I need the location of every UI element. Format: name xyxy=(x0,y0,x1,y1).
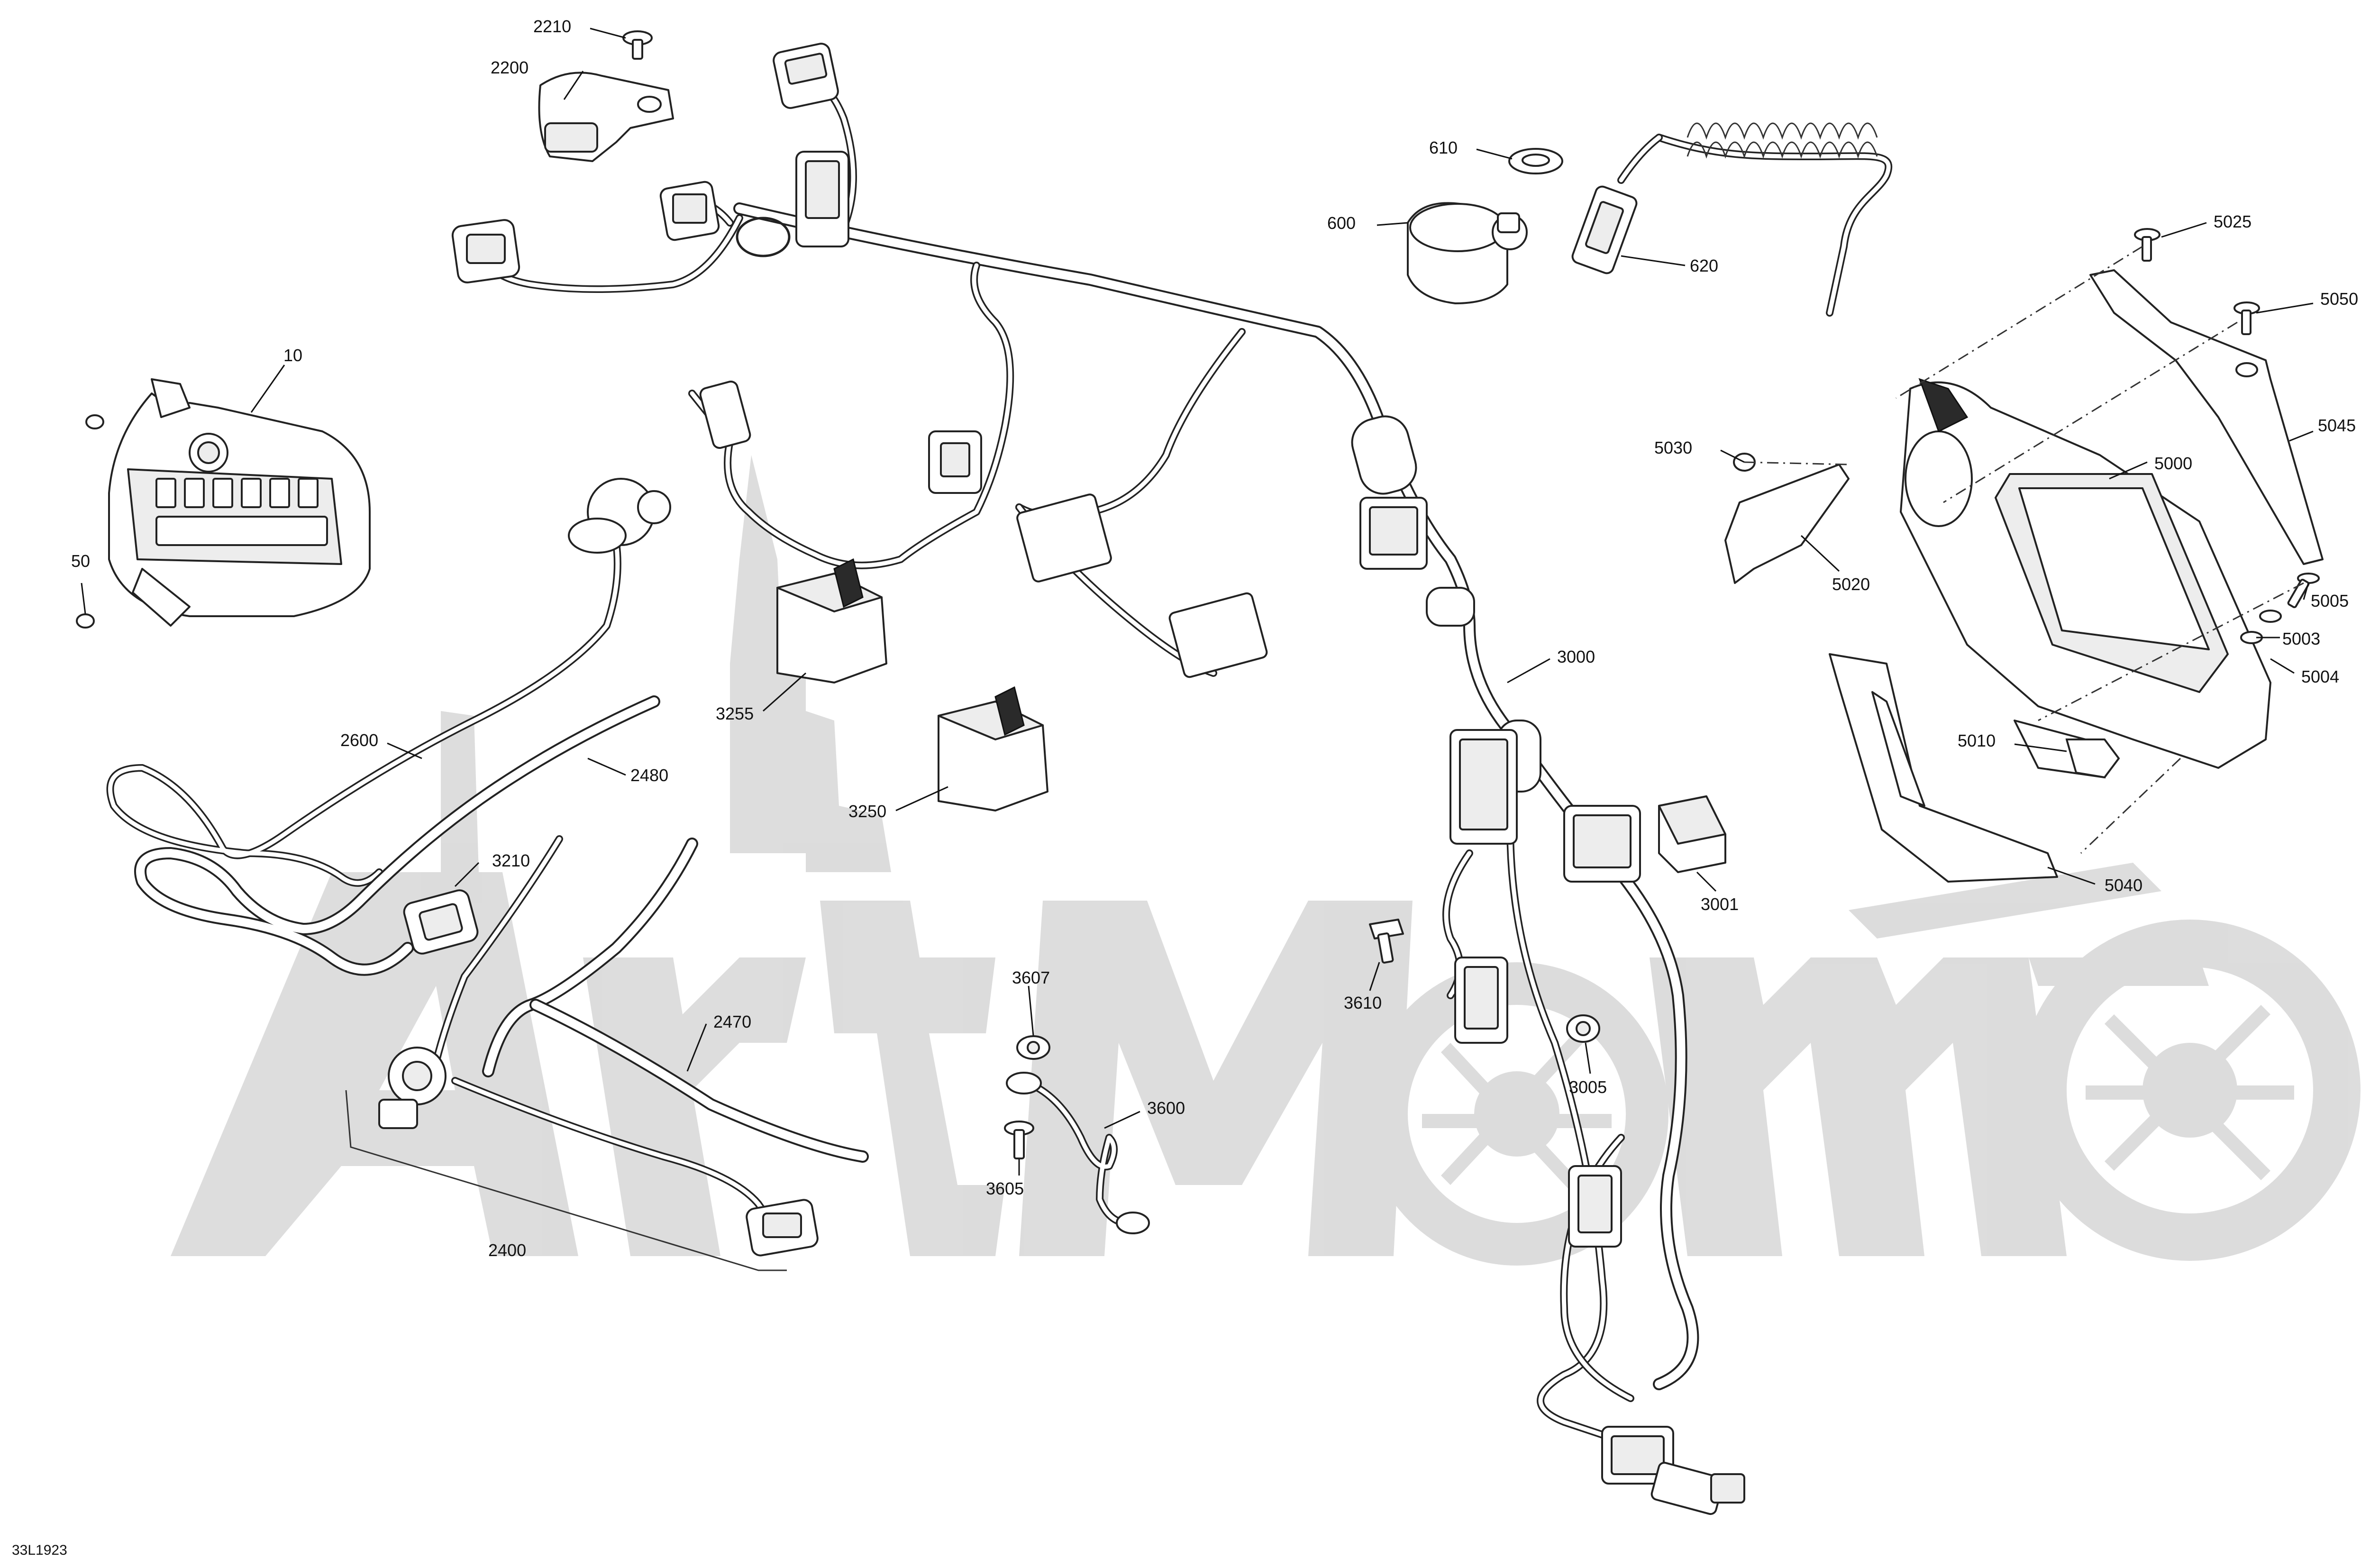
watermark-logo xyxy=(171,455,2361,1266)
callout-50: 50 xyxy=(71,551,90,571)
part-5040-bracket xyxy=(1829,653,2058,883)
part-600-sensor xyxy=(1407,202,1528,304)
callout-10: 10 xyxy=(283,346,302,365)
callout-610: 610 xyxy=(1429,138,1458,157)
callout-5004: 5004 xyxy=(2301,667,2339,686)
part-3001-cap xyxy=(1658,795,1726,873)
callout-620: 620 xyxy=(1690,256,1718,275)
part-5000-ecu xyxy=(1900,378,2271,779)
part-5010-clip xyxy=(2066,738,2120,778)
part-2600-cable xyxy=(106,478,671,887)
part-2400-sensor xyxy=(345,835,819,1271)
part-3210-connector xyxy=(403,889,479,955)
part-3600-ground-cable xyxy=(1006,1072,1150,1234)
part-3610-screw xyxy=(1369,919,1404,964)
callout-5050: 5050 xyxy=(2320,289,2358,309)
callout-labels: 10 50 2210 2200 610 600 620 2600 2480 32… xyxy=(12,17,2358,1558)
callout-5045: 5045 xyxy=(2318,416,2356,435)
callout-2480: 2480 xyxy=(630,766,668,785)
part-3605-screw xyxy=(1004,1121,1034,1159)
diagram-code: 33L1923 xyxy=(12,1542,67,1558)
harness-connectors xyxy=(451,43,1745,1515)
part-620-cable xyxy=(1571,122,1893,317)
part-3607-nut xyxy=(1016,1035,1050,1060)
callout-5003: 5003 xyxy=(2282,629,2320,648)
part-10-fuse-box xyxy=(76,378,371,629)
callout-5010: 5010 xyxy=(1958,731,1996,750)
callout-2400: 2400 xyxy=(488,1240,526,1260)
callout-600: 600 xyxy=(1327,213,1356,233)
centerlines xyxy=(1744,246,2304,854)
part-2200-sensor xyxy=(538,72,674,162)
callout-3001: 3001 xyxy=(1701,894,1739,914)
callout-3250: 3250 xyxy=(848,802,886,821)
callout-2200: 2200 xyxy=(491,58,529,77)
callout-5030: 5030 xyxy=(1654,438,1692,457)
callout-3255: 3255 xyxy=(716,704,754,723)
callout-3607: 3607 xyxy=(1012,968,1050,987)
fuse-slots xyxy=(155,478,328,546)
small-hardware xyxy=(1733,228,2320,644)
part-610-ring xyxy=(1508,148,1563,174)
callout-3600: 3600 xyxy=(1147,1098,1185,1118)
part-2470-tube xyxy=(482,838,869,1163)
callout-3605: 3605 xyxy=(986,1179,1024,1198)
part-2210-bolt xyxy=(622,30,653,60)
part-5045-bracket xyxy=(2089,269,2324,565)
part-3250-switch xyxy=(938,686,1048,811)
callout-5020: 5020 xyxy=(1832,574,1870,594)
callout-3000: 3000 xyxy=(1557,647,1595,666)
part-2480-tube xyxy=(134,695,660,976)
callout-5005: 5005 xyxy=(2311,591,2349,611)
part-3005-nut xyxy=(1566,1014,1600,1043)
callout-2210: 2210 xyxy=(533,17,571,36)
part-5020-bracket xyxy=(1724,464,1850,584)
callout-3610: 3610 xyxy=(1344,993,1382,1012)
callout-3210: 3210 xyxy=(492,851,530,870)
callout-2600: 2600 xyxy=(340,730,378,750)
callout-5040: 5040 xyxy=(2105,875,2142,895)
leader-lines xyxy=(81,27,2314,1176)
callout-3005: 3005 xyxy=(1569,1077,1607,1097)
callout-5000: 5000 xyxy=(2154,454,2192,473)
callout-5025: 5025 xyxy=(2214,212,2252,231)
part-3255-switch xyxy=(776,558,887,684)
callout-2470: 2470 xyxy=(713,1012,751,1031)
